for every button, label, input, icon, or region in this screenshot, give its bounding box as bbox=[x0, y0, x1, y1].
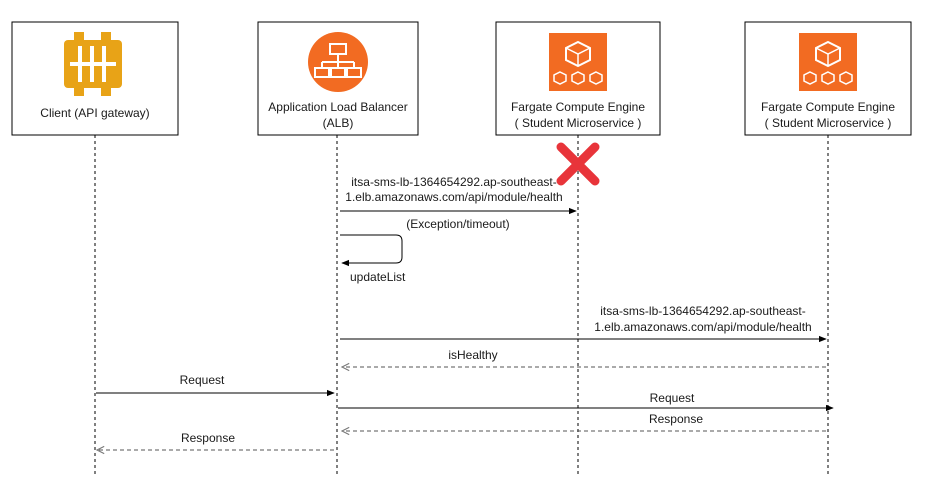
failure-cross-icon bbox=[556, 142, 600, 186]
health-check-2-label-1: itsa-sms-lb-1364654292.ap-southeast- bbox=[600, 304, 805, 318]
request-forward-label: Request bbox=[650, 391, 695, 405]
participant-fargate-1: Fargate Compute Engine ( Student Microse… bbox=[495, 21, 661, 136]
fargate-icon bbox=[549, 33, 607, 91]
participant-alb-label-2: (ALB) bbox=[323, 116, 354, 130]
health-check-1-label-2: 1.elb.amazonaws.com/api/module/health bbox=[345, 190, 562, 204]
fargate-icon bbox=[799, 33, 857, 91]
api-gateway-icon bbox=[64, 32, 122, 96]
update-list-loop bbox=[340, 234, 403, 267]
load-balancer-icon bbox=[308, 32, 368, 92]
response-back-label: Response bbox=[649, 412, 703, 426]
request-client-label: Request bbox=[180, 373, 225, 387]
exception-label: (Exception/timeout) bbox=[406, 217, 509, 231]
is-healthy-label: isHealthy bbox=[448, 348, 497, 362]
participant-fargate-2-label-2: ( Student Microservice ) bbox=[765, 116, 892, 130]
participant-fargate-1-label-2: ( Student Microservice ) bbox=[515, 116, 642, 130]
participant-fargate-1-label-1: Fargate Compute Engine bbox=[511, 100, 645, 114]
participant-client: Client (API gateway) bbox=[11, 21, 179, 136]
participant-fargate-2: Fargate Compute Engine ( Student Microse… bbox=[744, 21, 912, 136]
participant-client-label: Client (API gateway) bbox=[40, 106, 149, 120]
health-check-1-label-1: itsa-sms-lb-1364654292.ap-southeast- bbox=[351, 175, 556, 189]
health-check-2-label-2: 1.elb.amazonaws.com/api/module/health bbox=[594, 320, 811, 334]
participant-alb: Application Load Balancer (ALB) bbox=[257, 21, 419, 136]
participant-alb-label-1: Application Load Balancer bbox=[268, 100, 407, 114]
participant-fargate-2-label-1: Fargate Compute Engine bbox=[761, 100, 895, 114]
response-client-label: Response bbox=[181, 431, 235, 445]
update-list-label: updateList bbox=[350, 270, 406, 284]
